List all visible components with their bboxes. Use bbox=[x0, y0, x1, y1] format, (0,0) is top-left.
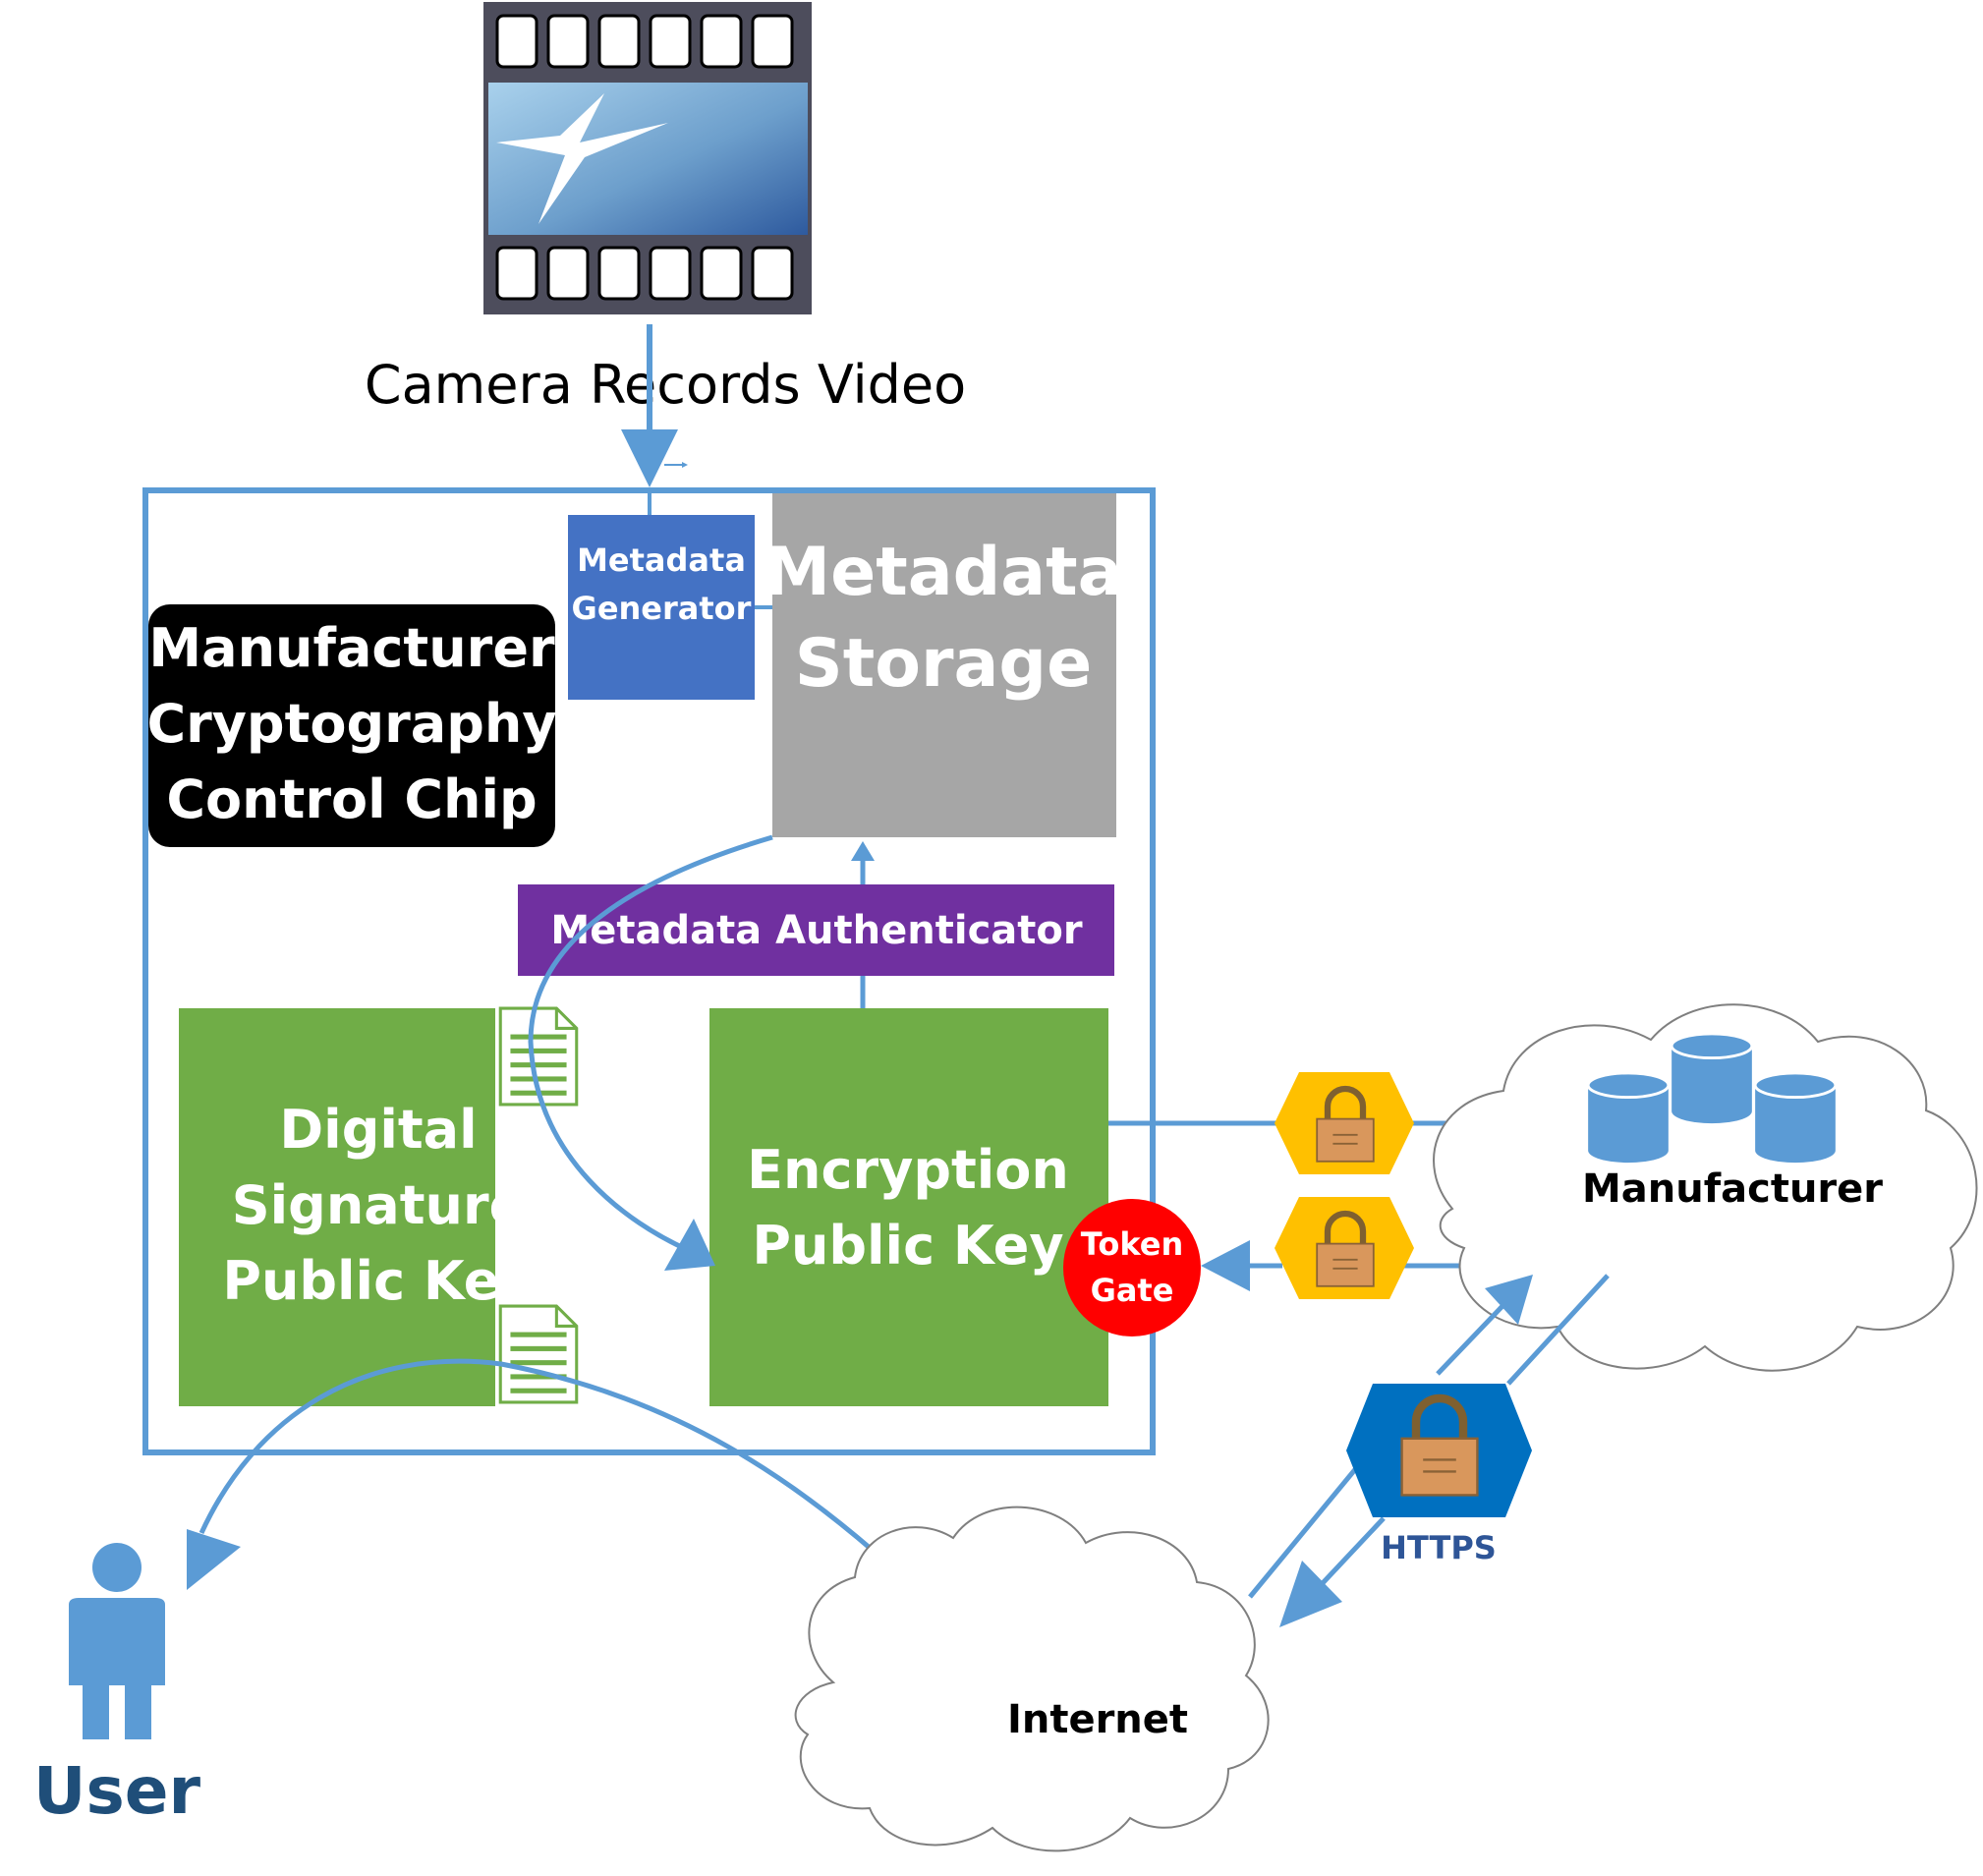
film-hole bbox=[546, 246, 590, 301]
chip-title-line2: Cryptography bbox=[146, 693, 556, 755]
video-input-arrowhead bbox=[621, 429, 678, 487]
film-hole bbox=[700, 14, 743, 69]
storage-to-encryption-curve bbox=[528, 834, 773, 1253]
film-perforations-bottom bbox=[495, 246, 794, 301]
lock-icon bbox=[1346, 1384, 1532, 1517]
https-label: HTTPS bbox=[1381, 1529, 1497, 1566]
metadata-generator-box bbox=[568, 515, 755, 700]
internet-cloud-label: Internet bbox=[1007, 1697, 1188, 1742]
digital-signature-line3: Public Key bbox=[222, 1250, 534, 1312]
chip-title-line3: Control Chip bbox=[166, 768, 537, 830]
token-gate-line1: Token bbox=[1081, 1225, 1183, 1263]
chip-title-box bbox=[148, 604, 555, 847]
database-icon bbox=[1670, 1032, 1754, 1125]
token-gate bbox=[1063, 1199, 1201, 1336]
lock-icon bbox=[1275, 1197, 1414, 1299]
film-hole bbox=[649, 14, 692, 69]
metadata-storage-line2: Storage bbox=[795, 625, 1092, 703]
film-strip-icon bbox=[483, 2, 812, 314]
film-hole bbox=[597, 246, 641, 301]
cloud-icon bbox=[794, 1506, 1270, 1852]
encryption-key-line2: Public Key bbox=[752, 1215, 1063, 1277]
user-icon bbox=[69, 1543, 165, 1739]
film-hole bbox=[751, 14, 794, 69]
digital-signature-key-box bbox=[179, 1008, 495, 1406]
metadata-generator-line2: Generator bbox=[572, 590, 752, 627]
star-shape bbox=[496, 93, 668, 224]
token-gate-line2: Gate bbox=[1091, 1272, 1174, 1309]
camera-records-video-caption: Camera Records Video bbox=[365, 354, 966, 416]
film-hole bbox=[751, 246, 794, 301]
manufacturer-cloud-label: Manufacturer bbox=[1582, 1166, 1883, 1212]
metadata-authenticator-box bbox=[518, 884, 1114, 976]
metadata-storage-line1: Metadata bbox=[764, 534, 1122, 611]
manufacturer-to-internet-line bbox=[1506, 1274, 1610, 1386]
internet-to-user-curve bbox=[198, 1358, 926, 1599]
metadata-storage-box bbox=[772, 493, 1116, 837]
encryption-key-box bbox=[709, 1008, 1108, 1406]
digital-signature-line1: Digital bbox=[279, 1099, 477, 1161]
encryption-key-line1: Encryption bbox=[747, 1139, 1069, 1201]
database-icon bbox=[1753, 1071, 1838, 1165]
metadata-authenticator-label: Metadata Authenticator bbox=[550, 908, 1082, 953]
internet-to-manufacturer-line bbox=[1248, 1454, 1368, 1599]
chip-title-line1: Manufacturer bbox=[148, 617, 555, 679]
user-label: User bbox=[33, 1753, 201, 1829]
film-hole bbox=[597, 14, 641, 69]
lock-icon bbox=[1275, 1072, 1414, 1174]
database-icon bbox=[1586, 1071, 1671, 1165]
film-hole bbox=[495, 246, 538, 301]
film-hole bbox=[546, 14, 590, 69]
film-hole bbox=[649, 246, 692, 301]
digital-signature-line2: Signature bbox=[232, 1174, 525, 1236]
film-perforations-top bbox=[495, 14, 794, 69]
film-hole bbox=[700, 246, 743, 301]
document-icon bbox=[498, 1304, 579, 1404]
metadata-generator-line1: Metadata bbox=[577, 541, 746, 579]
film-hole bbox=[495, 14, 538, 69]
